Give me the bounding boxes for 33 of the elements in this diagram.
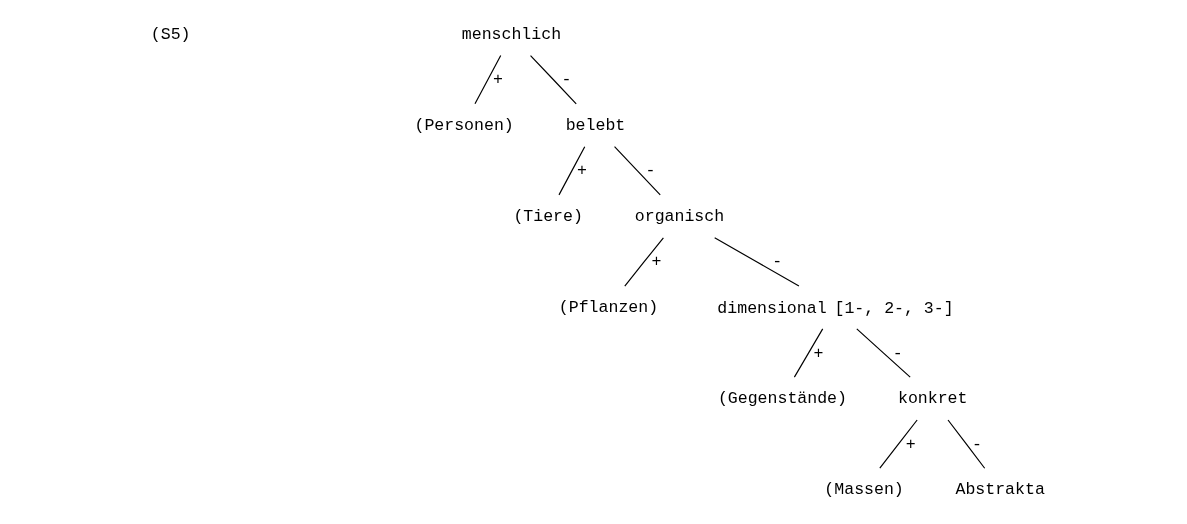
- label: (S5): [150, 24, 191, 44]
- connector: [623, 237, 664, 287]
- edge-label: +: [813, 343, 823, 363]
- node-text: menschlich: [461, 24, 561, 44]
- node-text: organisch: [634, 206, 724, 226]
- edge-label: -: [892, 343, 903, 363]
- edge-label: -: [645, 161, 655, 181]
- edge-label: -: [561, 70, 571, 90]
- connector: [793, 328, 823, 378]
- node-text: dimensional: [716, 298, 827, 318]
- node-text: (Personen): [413, 115, 514, 135]
- edge-label: +: [905, 434, 916, 454]
- connector: [946, 419, 985, 469]
- node-text: (Pflanzen): [558, 297, 658, 317]
- connector: [713, 237, 799, 287]
- node-text: konkret: [897, 389, 967, 409]
- edge-label: +: [492, 70, 503, 90]
- connector: [529, 54, 577, 105]
- node-text: (Gegenstände): [717, 389, 847, 409]
- edge-label: -: [971, 434, 982, 454]
- connector: [613, 146, 661, 196]
- edge-label: -: [771, 252, 782, 272]
- node-text: belebt: [565, 115, 625, 135]
- node-text: Abstrakta: [954, 480, 1045, 500]
- node-text: (Massen): [823, 480, 904, 500]
- connector: [878, 419, 918, 469]
- connector: [855, 328, 911, 378]
- node-label: [1-, 2-, 3-]: [834, 298, 954, 318]
- node-text: (Tiere): [512, 206, 583, 226]
- connector: [473, 54, 501, 105]
- edge-label: +: [576, 161, 587, 181]
- connector: [557, 146, 585, 196]
- edge-label: +: [650, 252, 661, 272]
